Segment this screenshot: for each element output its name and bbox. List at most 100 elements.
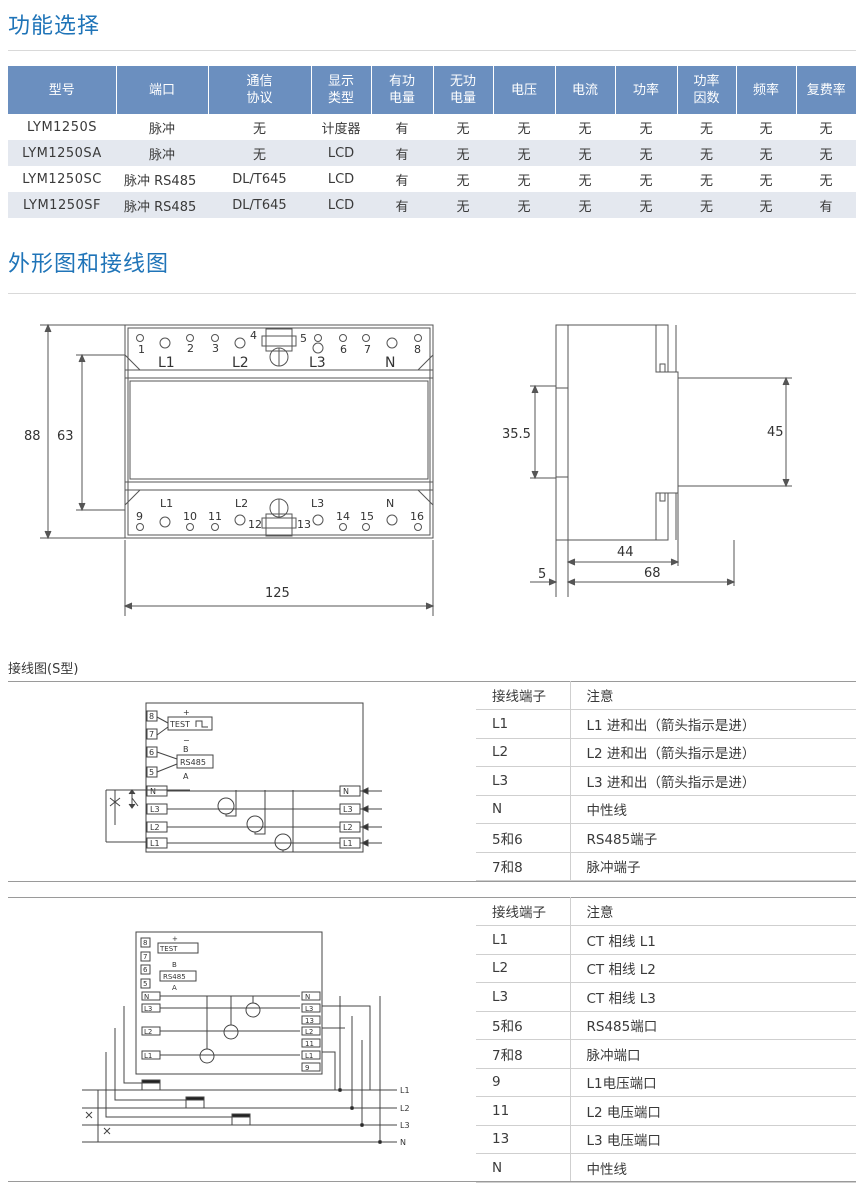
terminal-label: 11 bbox=[305, 1040, 314, 1048]
terminal-box bbox=[140, 964, 151, 975]
feature-cell: LCD bbox=[327, 171, 355, 187]
feature-header-cell: 无功电量 bbox=[433, 66, 494, 114]
feature-cell: 无 bbox=[433, 140, 493, 166]
top-terminals bbox=[136, 334, 422, 354]
feature-cell: 无 bbox=[759, 121, 773, 137]
feature-header-cell: 型号 bbox=[8, 66, 117, 114]
terminal-cell: 9 bbox=[476, 1068, 571, 1097]
note-cell: 注意 bbox=[570, 897, 856, 926]
model-cell: LYM1250SC bbox=[22, 171, 102, 187]
note-cell: RS485端子 bbox=[570, 823, 856, 853]
test-label: TEST bbox=[169, 720, 190, 729]
terminal-label: 9 bbox=[305, 1064, 309, 1072]
line-label: L2 bbox=[144, 1028, 152, 1036]
feature-cell: 有 bbox=[395, 121, 409, 137]
dim-width: 125 bbox=[265, 586, 290, 601]
feature-header-cell: 复费率 bbox=[796, 66, 856, 114]
model-cell: LYM1250SF bbox=[8, 192, 116, 218]
feature-cell: DL/T645 bbox=[232, 171, 287, 187]
terminal-cell: N bbox=[476, 1153, 571, 1183]
terminal-cell: L1 bbox=[476, 709, 571, 739]
note-cell: L2 电压端口 bbox=[570, 1096, 856, 1126]
output-line-label: L2 bbox=[400, 1104, 410, 1113]
feature-cell: 无 bbox=[493, 192, 555, 218]
svg-text:A: A bbox=[172, 984, 177, 992]
terminal-label: L3 bbox=[305, 1005, 313, 1013]
terminal-label: 13 bbox=[305, 1017, 314, 1025]
note-cell: L3 进和出（箭头指示是进） bbox=[570, 766, 856, 796]
feature-cell: 无 bbox=[639, 121, 653, 137]
wiring-ct-top-rule bbox=[8, 897, 856, 898]
feature-cell: 无 bbox=[759, 173, 773, 189]
note-cell: L3 电压端口 bbox=[570, 1125, 856, 1154]
rs485-label: RS485 bbox=[163, 973, 186, 981]
feature-cell: 有 bbox=[371, 140, 433, 166]
wiring-ct-bottom-rule bbox=[8, 1181, 856, 1182]
terminal-cell: 11 bbox=[476, 1096, 571, 1126]
terminal-cell: 7和8 bbox=[476, 1039, 571, 1069]
phase-label: L1 bbox=[158, 355, 175, 371]
feature-cell: 无 bbox=[252, 121, 266, 137]
terminal-number: 1 bbox=[138, 343, 145, 356]
terminal-number: 8 bbox=[143, 939, 147, 947]
svg-text:B: B bbox=[172, 961, 177, 969]
terminal-cell: L2 bbox=[476, 954, 571, 983]
note-cell: RS485端口 bbox=[570, 1011, 856, 1040]
terminal-number: 4 bbox=[250, 329, 257, 342]
feature-cell: DL/T645 bbox=[208, 192, 311, 218]
terminal-box bbox=[140, 937, 151, 948]
feature-table-header: 型号端口通信协议显示类型有功电量无功电量电压电流功率功率因数频率复费率 bbox=[8, 66, 856, 114]
feature-cell: 脉冲 bbox=[148, 121, 175, 137]
terminal-number: 15 bbox=[360, 510, 374, 523]
terminal-number: 6 bbox=[340, 343, 347, 356]
terminal-cell: N bbox=[476, 795, 571, 824]
terminal-label: L2 bbox=[305, 1028, 313, 1036]
output-line-label: N bbox=[400, 1138, 406, 1147]
feature-header-cell: 功率因数 bbox=[677, 66, 737, 114]
svg-text:A: A bbox=[183, 772, 189, 781]
dim-offset: 5 bbox=[538, 567, 546, 582]
note-cell: L1电压端口 bbox=[570, 1068, 856, 1097]
terminal-cell: 5和6 bbox=[476, 823, 571, 853]
line-label: N bbox=[343, 787, 349, 796]
output-line-label: L1 bbox=[400, 1086, 410, 1095]
feature-header-cell: 通信协议 bbox=[208, 66, 312, 114]
feature-cell: 有 bbox=[371, 192, 433, 218]
feature-cell: 无 bbox=[578, 173, 592, 189]
terminal-number: 6 bbox=[143, 966, 148, 974]
section-title-outline: 外形图和接线图 bbox=[8, 252, 170, 277]
terminal-cell: 接线端子 bbox=[476, 681, 571, 710]
line-label: L2 bbox=[150, 823, 160, 832]
terminal-number: 5 bbox=[143, 980, 147, 988]
model-cell: LYM1250SA bbox=[8, 140, 116, 166]
terminal-number: 12 bbox=[248, 518, 262, 531]
feature-cell: 计度器 bbox=[321, 121, 361, 137]
terminal-number: 2 bbox=[187, 342, 194, 355]
feature-cell: 无 bbox=[517, 173, 531, 189]
section-divider bbox=[8, 293, 856, 294]
dim-depth-front: 44 bbox=[617, 545, 634, 560]
feature-header-cell: 电压 bbox=[493, 66, 556, 114]
phase-label: N bbox=[385, 355, 395, 371]
phase-label: L2 bbox=[232, 355, 249, 371]
svg-text:+: + bbox=[172, 935, 178, 943]
feature-header-cell: 显示类型 bbox=[311, 66, 372, 114]
terminal-cell: L3 bbox=[476, 982, 571, 1012]
